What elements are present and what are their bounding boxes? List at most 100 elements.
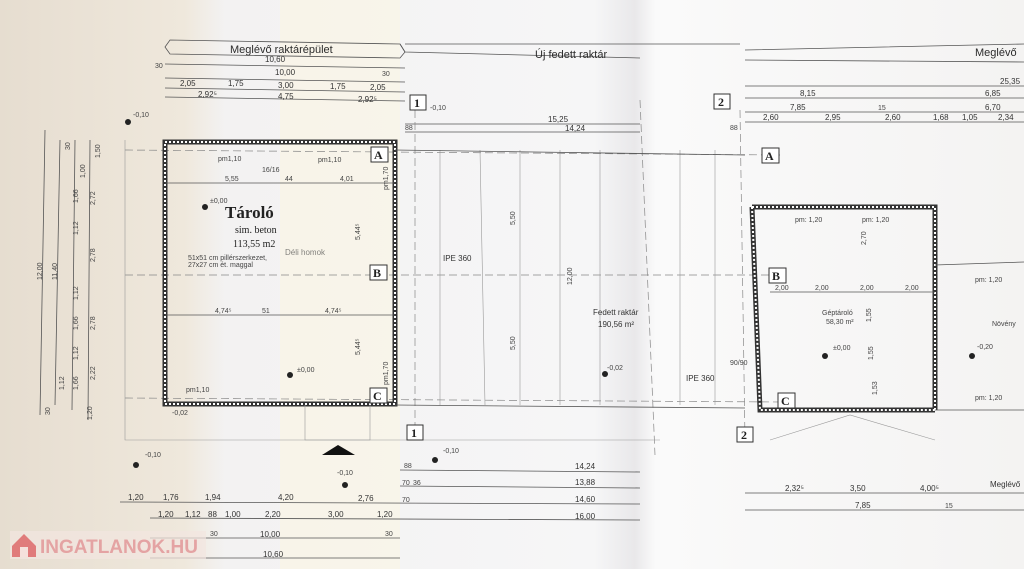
dim: 70 [402, 480, 410, 487]
level: -0,10 [430, 105, 446, 112]
dim: 1,12 [73, 346, 80, 360]
dim: 1,12 [73, 221, 80, 235]
dim: 30 [210, 531, 218, 538]
room-name-machine-storage: Géptároló [822, 310, 853, 317]
level: -0,02 [172, 410, 188, 417]
dim-10-00: 10,00 [275, 68, 296, 77]
dim: 1,12 [185, 510, 201, 519]
axis-a: A [765, 149, 774, 163]
dim: 2,00 [775, 285, 789, 292]
room-name-storage: Tároló [225, 203, 274, 222]
level: ±0,00 [297, 367, 315, 374]
dim-88: 88 [405, 125, 413, 132]
dim: 2,32⁵ [785, 484, 804, 493]
dim: 2,60 [885, 113, 901, 122]
dim: 1,66 [73, 316, 80, 330]
dim: 4,20 [278, 493, 294, 502]
dim: 2,92⁵ [198, 90, 217, 99]
dim: 16,00 [575, 512, 596, 521]
beam-label: IPE 360 [686, 374, 715, 383]
dim: 2,72 [90, 191, 97, 205]
dim: 70 [402, 497, 410, 504]
dim: 1,76 [163, 493, 179, 502]
dim: 10,60 [263, 550, 284, 559]
dim: 1,75 [330, 82, 346, 91]
dim: 12,00 [37, 262, 44, 280]
dim: 1,20 [87, 406, 94, 420]
dim: 1,05 [962, 113, 978, 122]
room-area: 58,30 m² [826, 319, 854, 326]
room-name-plant: Növény [992, 321, 1016, 328]
dim: 2,00 [815, 285, 829, 292]
dim: 4,01 [340, 176, 354, 183]
dim: pm: 1,20 [975, 277, 1002, 284]
dim: 30 [45, 407, 52, 415]
dim: 4,74⁵ [325, 308, 342, 315]
dim: 5,44⁵ [355, 223, 362, 240]
dim: 1,00 [225, 510, 241, 519]
dim: 1,66 [73, 376, 80, 390]
dim: pm1,10 [186, 387, 209, 394]
dim-15-25: 15,25 [548, 115, 569, 124]
level: -0,10 [145, 452, 161, 459]
dim: pm1,10 [318, 157, 341, 164]
axis-a: A [374, 148, 383, 162]
dim: 1,68 [933, 113, 949, 122]
dim: 51 [262, 308, 270, 315]
room-material: sim. beton [235, 225, 277, 236]
inner-dimensions: 5,55 44 4,01 4,74⁵ 51 4,74⁵ 5,44⁵ 5,44⁵ … [165, 156, 1002, 402]
dim: 2,95 [825, 113, 841, 122]
house-logo-icon [12, 534, 36, 557]
dim: 30 [65, 142, 72, 150]
level-symbol-icon [822, 353, 828, 359]
dim: pm: 1,20 [862, 217, 889, 224]
level-symbol-icon [969, 353, 975, 359]
dim: pm: 1,20 [795, 217, 822, 224]
axis-c: C [373, 389, 382, 403]
dim-30: 30 [155, 63, 163, 70]
dim: 7,85 [790, 103, 806, 112]
grid-lines [124, 99, 781, 456]
header-existing-building: Meglévő raktárépület [230, 44, 333, 56]
level-symbol-icon [432, 457, 438, 463]
dim: 2,76 [358, 494, 374, 503]
dim: 25,35 [1000, 77, 1021, 86]
dim: 1,20 [158, 510, 174, 519]
dim: 44 [285, 176, 293, 183]
light-glare [280, 0, 400, 569]
dim: 6,85 [985, 89, 1001, 98]
dim: 1,53 [872, 381, 879, 395]
level-symbol-icon [133, 462, 139, 468]
level: ±0,00 [210, 198, 228, 205]
level: ±0,00 [833, 345, 851, 352]
dim: 5,50 [510, 336, 517, 350]
dim: 16/16 [262, 167, 280, 174]
dim-88: 88 [730, 125, 738, 132]
dim: 88 [208, 510, 217, 519]
dim: 3,00 [278, 81, 294, 90]
level: -0,10 [133, 112, 149, 119]
dim: pm1,70 [383, 167, 390, 190]
dim: 2,22 [90, 366, 97, 380]
dim: Meglévő [990, 480, 1021, 489]
top-dimensions: 10,60 10,00 30 30 2,05 1,75 3,00 1,75 2,… [155, 55, 1024, 133]
axis-1: 1 [411, 426, 417, 440]
dim: 2,05 [180, 79, 196, 88]
pillar-note: 51x51 cm pillérszerkezet, [188, 255, 267, 262]
level: -0,10 [337, 470, 353, 477]
dim: 1,55 [866, 308, 873, 322]
dim: 1,50 [95, 144, 102, 158]
bottom-dimensions: 14,24 13,88 14,60 16,00 88 70 36 70 1,20… [119, 462, 1024, 559]
axis-b: B [772, 269, 780, 283]
dim: 7,85 [855, 501, 871, 510]
dim-30: 30 [382, 71, 390, 78]
dim: 8,15 [800, 89, 816, 98]
beam-label: IPE 360 [443, 254, 472, 263]
axis-1: 1 [414, 96, 420, 110]
dim: 11,40 [52, 263, 59, 280]
dim: 2,78 [90, 316, 97, 330]
level-symbol-icon [342, 482, 348, 488]
dim: 2,92⁵ [358, 95, 377, 104]
